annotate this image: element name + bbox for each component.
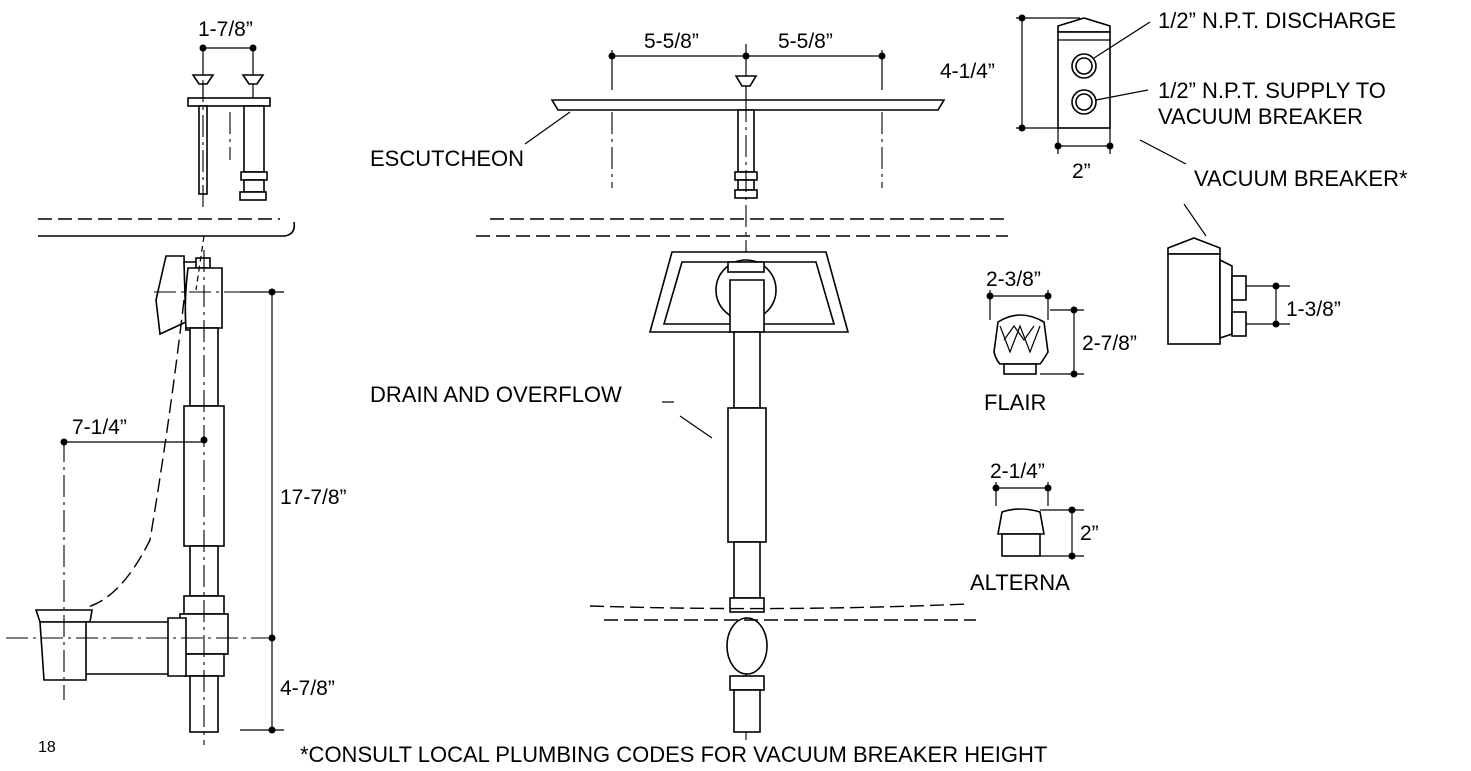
supply-label-line1: 1/2” N.P.T. SUPPLY TO xyxy=(1158,78,1386,103)
footnote: *CONSULT LOCAL PLUMBING CODES FOR VACUUM… xyxy=(300,742,1047,767)
left-spread-label: 5-5/8” xyxy=(644,30,699,53)
flair-handle: 2-3/8” 2-7/8” FLAIR xyxy=(984,268,1137,415)
flair-height-label: 2-7/8” xyxy=(1082,332,1137,355)
vacuum-breaker-side: 1-3/8” xyxy=(1167,203,1341,345)
front-overflow-plate xyxy=(648,251,850,333)
valve-spacing-dimension: 1-7/8” xyxy=(198,18,257,80)
drain-offset-dimension: 7-1/4” xyxy=(60,416,204,446)
front-view: 5-5/8” 5-5/8” ESCUTCHEON xyxy=(370,30,1010,740)
page-number: 18 xyxy=(38,739,56,756)
vb-width-label: 2” xyxy=(1072,160,1091,183)
escutcheon-plate: ESCUTCHEON xyxy=(370,75,946,740)
side-valve-handles xyxy=(187,74,271,210)
discharge-label: 1/2” N.P.T. DISCHARGE xyxy=(1158,8,1396,33)
side-view: 1-7/8” xyxy=(6,18,347,756)
drain-overflow-label: DRAIN AND OVERFLOW xyxy=(370,382,622,407)
front-tub-rim xyxy=(476,218,1010,237)
drain-offset-label: 7-1/4” xyxy=(72,416,127,439)
vacuum-breaker-label: VACUUM BREAKER* xyxy=(1194,166,1408,191)
vacuum-breaker-top: 4-1/4” 2” 1/2” N.P.T. DISCHARGE 1/2” N.P… xyxy=(940,8,1408,191)
front-overflow-tube: DRAIN AND OVERFLOW xyxy=(370,331,768,733)
spread-dimension: 5-5/8” 5-5/8” xyxy=(608,30,886,90)
side-drain-assembly xyxy=(6,440,276,700)
vb-height-label: 4-1/4” xyxy=(940,60,995,83)
valve-spacing-label: 1-7/8” xyxy=(198,18,253,41)
supply-label-line2: VACUUM BREAKER xyxy=(1158,104,1363,129)
drain-height-label: 17-7/8” xyxy=(280,486,347,509)
side-overflow-head xyxy=(154,255,276,336)
side-overflow-tube xyxy=(179,250,229,745)
flair-width-label: 2-3/8” xyxy=(986,268,1041,291)
alterna-label: ALTERNA xyxy=(970,570,1070,595)
below-floor-label: 4-7/8” xyxy=(280,677,335,700)
right-spread-label: 5-5/8” xyxy=(778,30,833,53)
alterna-height-label: 2” xyxy=(1080,522,1099,545)
alterna-handle: 2-1/4” 2” ALTERNA xyxy=(970,460,1099,595)
front-floor-line xyxy=(589,603,976,621)
alterna-width-label: 2-1/4” xyxy=(990,460,1045,483)
drain-height-dimension: 17-7/8” 4-7/8” xyxy=(240,291,347,734)
side-drain-arc xyxy=(83,299,185,609)
escutcheon-label: ESCUTCHEON xyxy=(370,146,524,171)
side-tub-rim xyxy=(38,218,296,237)
vb-port-spacing-label: 1-3/8” xyxy=(1286,298,1341,321)
flair-label: FLAIR xyxy=(984,390,1046,415)
